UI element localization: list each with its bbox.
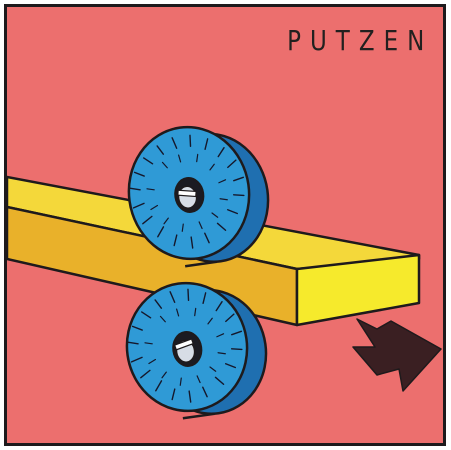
cleaning-scene [7, 7, 446, 446]
illustration-panel: PUTZEN [4, 4, 446, 446]
page-title: PUTZEN [287, 27, 433, 55]
feed-direction-arrow-icon [353, 319, 441, 391]
